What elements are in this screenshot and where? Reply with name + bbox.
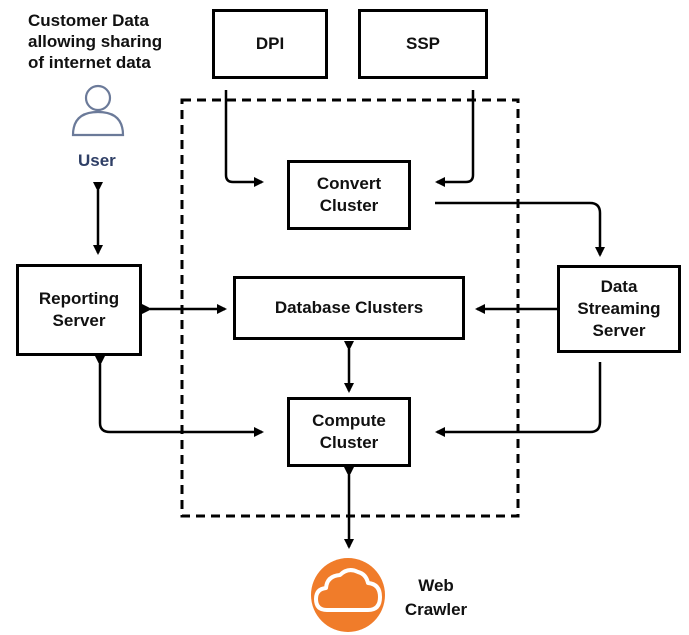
ssp-box[interactable]: SSP xyxy=(358,9,488,79)
convert-label-line: Cluster xyxy=(319,196,379,215)
ssp-label: SSP xyxy=(405,34,441,53)
dpi-box[interactable]: DPI xyxy=(212,9,328,79)
dpi-label: DPI xyxy=(255,34,285,53)
user-icon xyxy=(71,84,125,137)
user-label: User xyxy=(78,151,116,170)
arrow-reporting-compute xyxy=(95,356,264,437)
web-crawler-label-line: Web xyxy=(418,576,454,595)
web-crawler-label-line: Crawler xyxy=(404,600,468,619)
streaming-label-line: Server xyxy=(592,321,646,340)
reporting-server-box[interactable]: Reporting Server xyxy=(16,264,142,356)
customer-note-line: of internet data xyxy=(28,53,151,72)
data-streaming-server-box[interactable]: Data Streaming Server xyxy=(557,265,681,353)
streaming-label-line: Streaming xyxy=(577,299,661,318)
compute-label-line: Compute xyxy=(312,411,386,430)
arrow-dpi-to-convert xyxy=(224,90,264,187)
compute-cluster-box[interactable]: Compute Cluster xyxy=(287,397,411,467)
customer-note-line: Customer Data xyxy=(28,11,149,30)
database-label: Database Clusters xyxy=(274,298,424,317)
web-crawler-label: Web Crawler xyxy=(396,574,476,622)
customer-note-line: allowing sharing xyxy=(28,32,163,51)
convert-label-line: Convert xyxy=(316,174,382,193)
reporting-label-line: Reporting xyxy=(38,289,120,308)
arrow-convert-to-streaming xyxy=(435,201,605,257)
cloud-icon xyxy=(311,558,385,632)
streaming-label-line: Data xyxy=(600,277,638,296)
compute-label-line: Cluster xyxy=(319,433,379,452)
arrow-streaming-to-compute xyxy=(435,362,602,437)
arrow-ssp-to-convert xyxy=(435,90,475,187)
reporting-label-line: Server xyxy=(52,311,106,330)
convert-cluster-box[interactable]: Convert Cluster xyxy=(287,160,411,230)
customer-data-note: Customer Data allowing sharing of intern… xyxy=(28,10,162,73)
database-clusters-box[interactable]: Database Clusters xyxy=(233,276,465,340)
